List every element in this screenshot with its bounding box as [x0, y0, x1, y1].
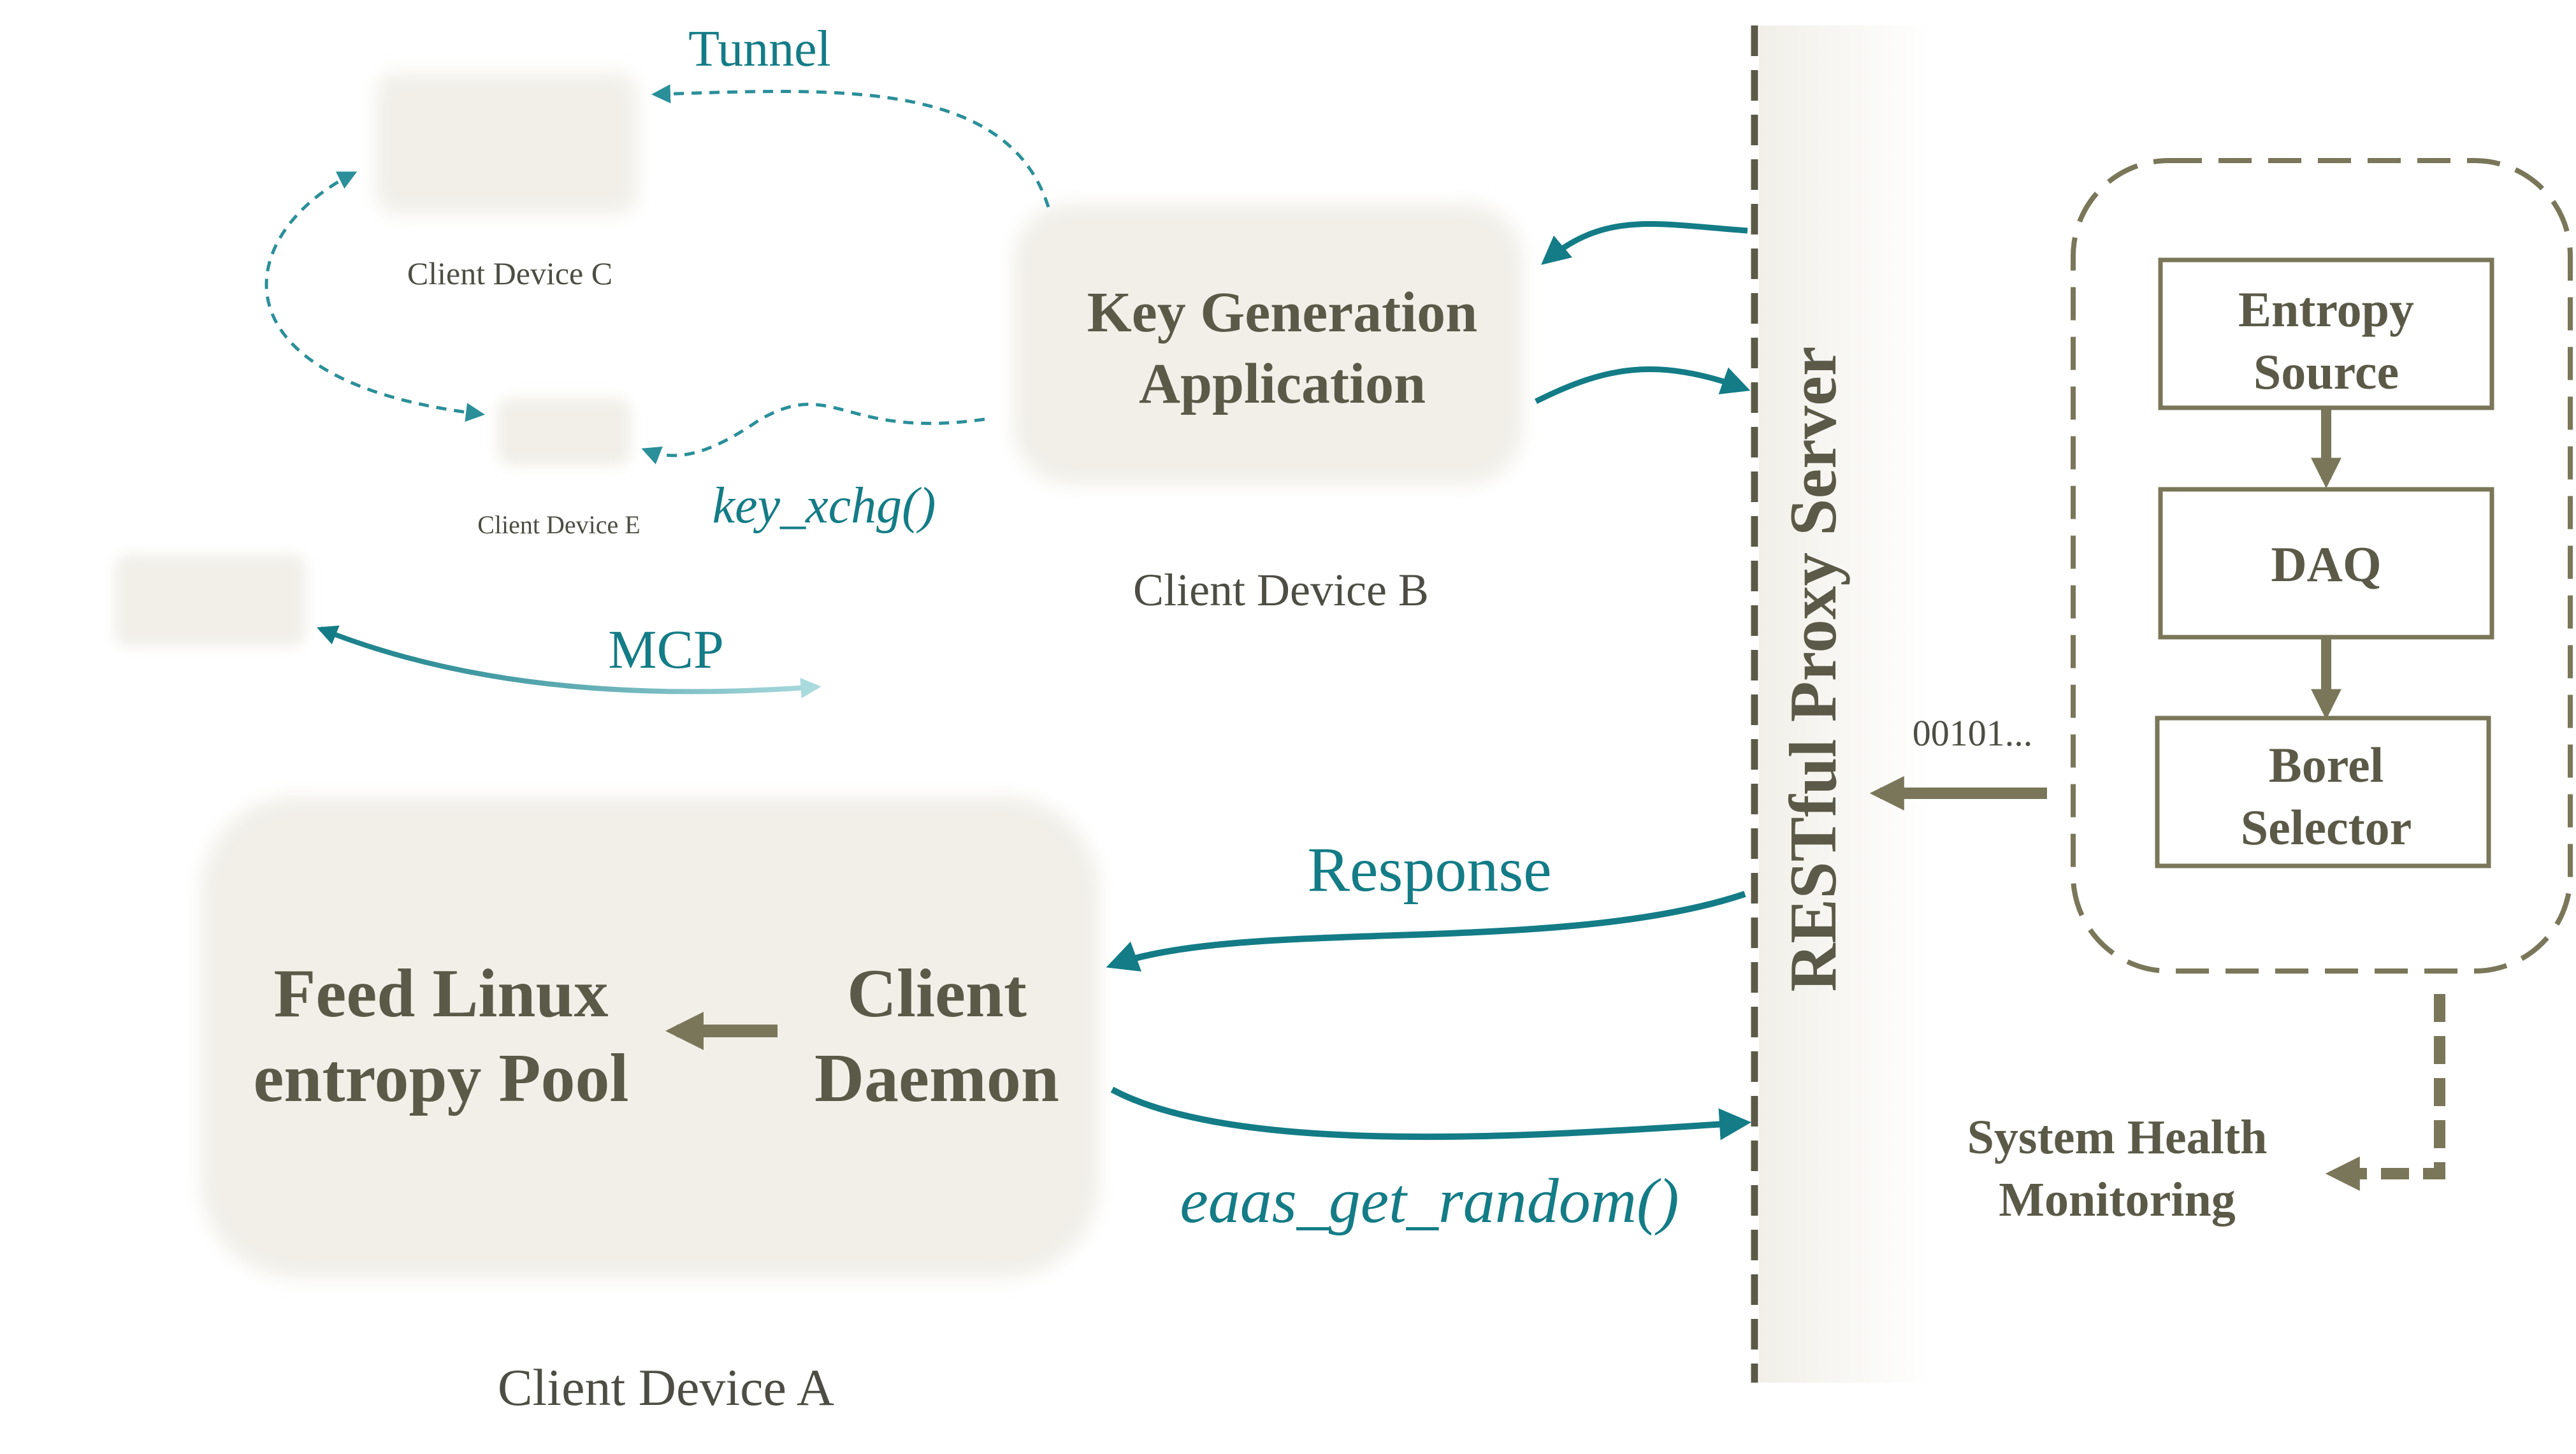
client-daemon-label-line1: Client — [847, 956, 1027, 1032]
entropy-source-box — [2158, 257, 2494, 410]
tunnel-b-to-c — [651, 84, 1050, 208]
borel-selector-label-line1: Borel — [2269, 737, 2384, 793]
mcp-label: MCP — [608, 619, 724, 680]
client-device-c-box — [376, 73, 637, 213]
key-generation-box — [1013, 204, 1523, 484]
health-monitoring-arrow — [2325, 994, 2445, 1191]
tunnel-c-to-e — [264, 171, 485, 422]
client-daemon-label-line2: Daemon — [814, 1040, 1059, 1116]
entropy-source-label-line1: Entropy — [2238, 282, 2414, 337]
borel-selector-label-line2: Selector — [2241, 800, 2412, 855]
daq-box — [2158, 487, 2494, 640]
tunnel-b-to-e — [641, 403, 985, 464]
client-device-b: Key Generation Application Client Device… — [1013, 204, 1523, 615]
entropy-cluster: Entropy Source DAQ Borel Selector — [2071, 158, 2573, 974]
client-device-a-caption: Client Device A — [498, 1358, 834, 1416]
key-generation-label-line1: Key Generation — [1087, 281, 1477, 344]
server-to-keygen-arrow — [1541, 220, 1748, 265]
tunnel-label: Tunnel — [688, 21, 831, 77]
daq-label: DAQ — [2271, 536, 2381, 592]
client-device-b-caption: Client Device B — [1133, 565, 1429, 615]
health-label-line1: System Health — [1967, 1111, 2268, 1164]
bits-label: 00101... — [1913, 712, 2033, 754]
health-label-line2: Monitoring — [1999, 1173, 2236, 1227]
response-label: Response — [1307, 834, 1551, 905]
feed-linux-label-line2: entropy Pool — [254, 1040, 629, 1116]
keygen-to-server-arrow — [1534, 366, 1751, 405]
client-device-a-box — [201, 796, 1099, 1278]
client-device-e: Client Device E — [477, 398, 640, 539]
response-arrow — [1106, 891, 1746, 972]
tunnel-links — [264, 84, 1050, 464]
client-device-e-caption: Client Device E — [477, 510, 640, 539]
entropy-cluster-boundary — [2071, 158, 2573, 974]
server-shade — [1759, 25, 1931, 1383]
server-label: RESTful Proxy Server — [1776, 347, 1850, 992]
key-generation-label-line2: Application — [1139, 352, 1426, 415]
eaas-get-random-label: eaas_get_random() — [1180, 1165, 1679, 1236]
borel-selector-box — [2155, 716, 2491, 868]
mcp-link — [317, 625, 821, 698]
client-device-e-box — [497, 398, 631, 465]
key-xchg-label: key_xchg() — [713, 478, 936, 534]
client-device-c: Client Device C — [376, 73, 637, 291]
feed-linux-label-line1: Feed Linux — [273, 956, 608, 1032]
entropy-source-label-line2: Source — [2254, 344, 2399, 399]
client-device-c-caption: Client Device C — [407, 256, 612, 291]
client-device-a: Feed Linux entropy Pool Client Daemon Cl… — [201, 796, 1099, 1416]
mcp-peer-device-box — [115, 554, 306, 647]
eaas-get-random-arrow — [1110, 1086, 1751, 1141]
